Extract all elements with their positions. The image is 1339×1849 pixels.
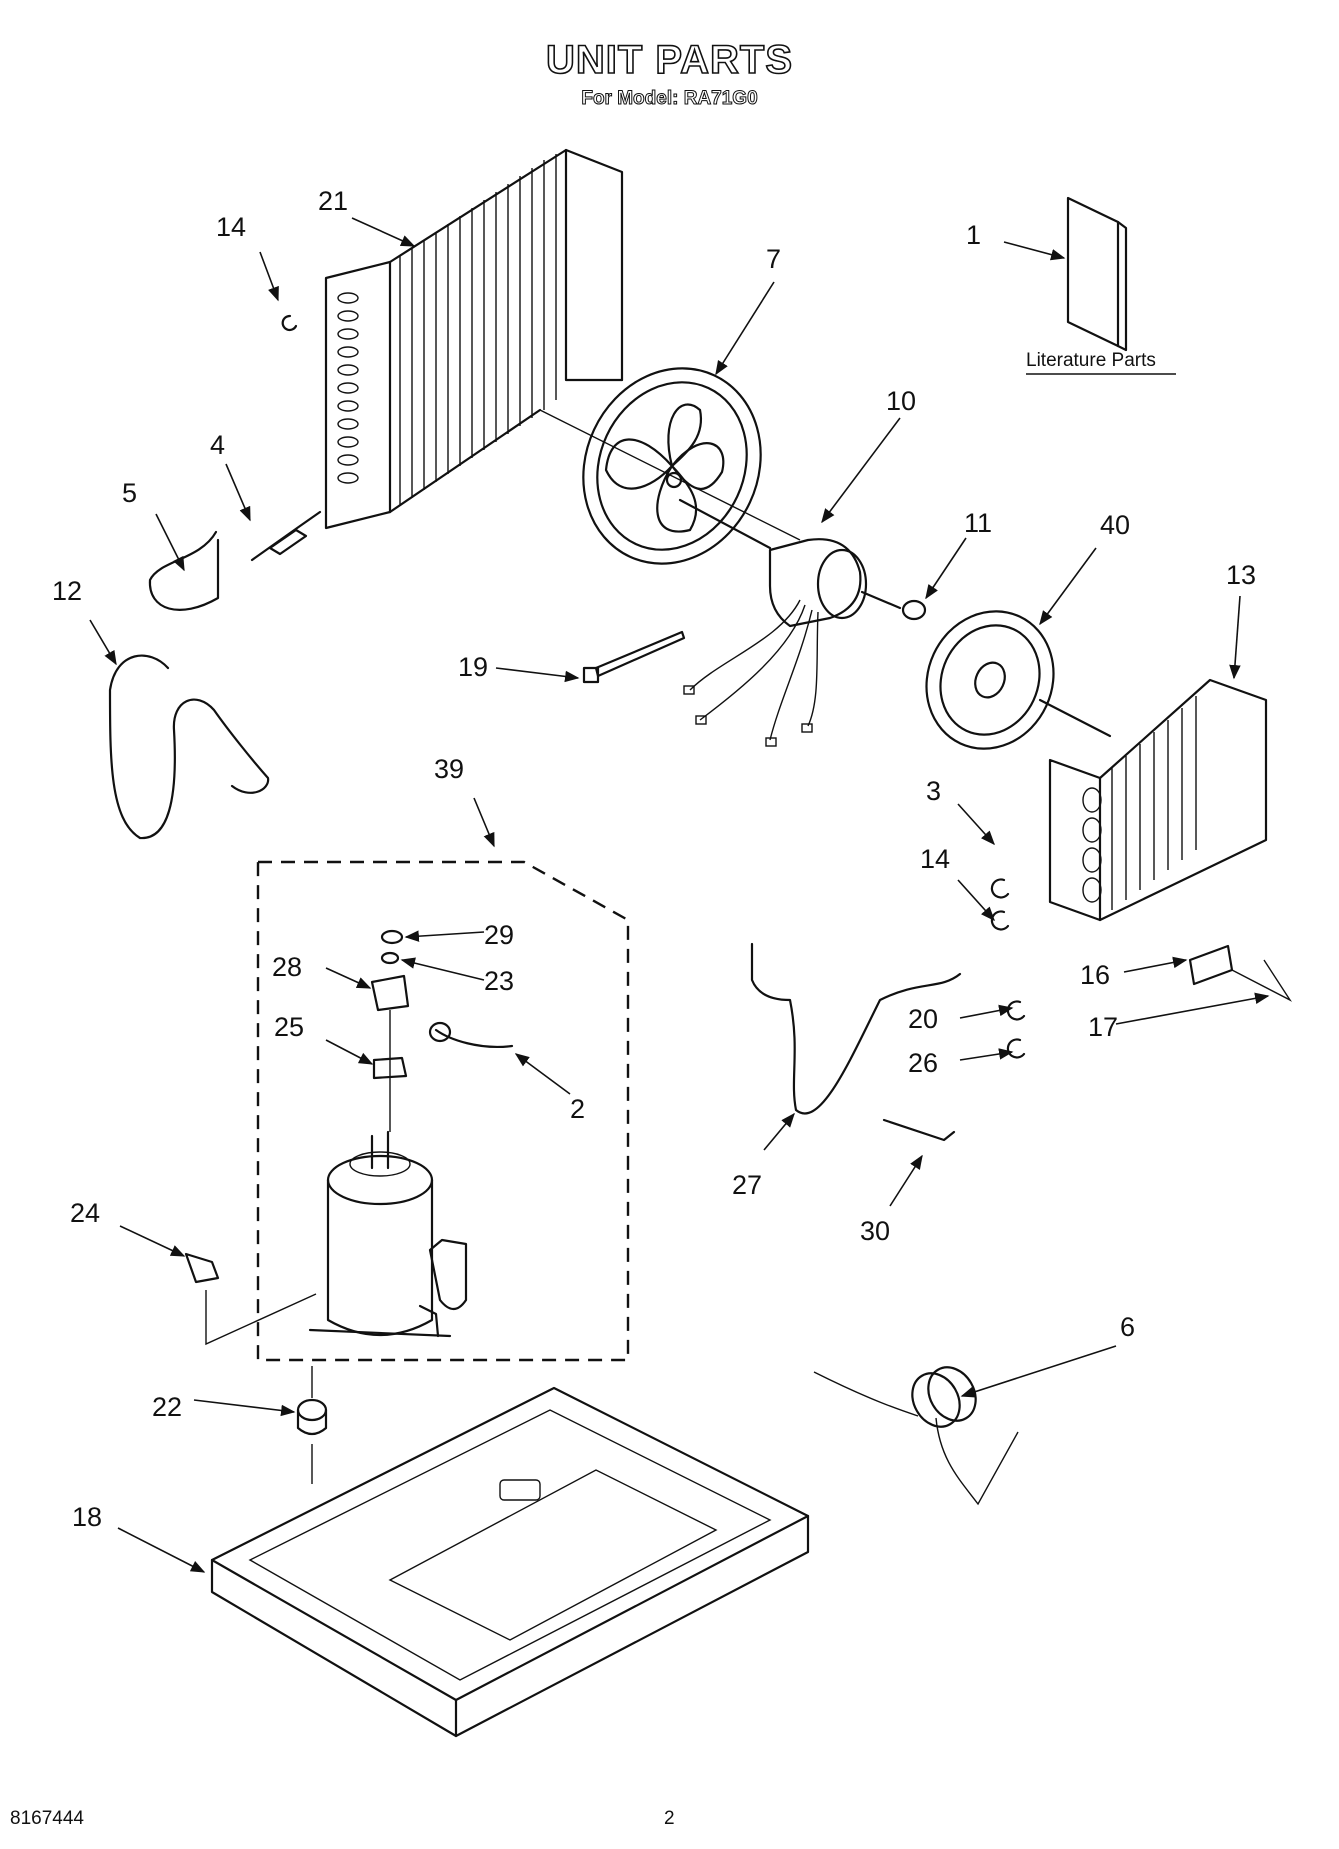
callout-numbers: 1 2 3 4 5 6 7 10 11 12 13 14 14 16 17 18… [52,186,1256,1532]
fan-motor [678,498,902,747]
condenser-coil [324,148,801,541]
callout-39: 39 [434,754,464,784]
callout-30: 30 [860,1216,890,1246]
model-subtitle: For Model: RA71G0 [581,88,758,110]
page-title: UNIT PARTS [545,37,794,83]
callout-4: 4 [210,430,225,460]
callout-16: 16 [1080,960,1110,990]
callout-14: 14 [216,212,246,242]
clip-26 [1006,1038,1026,1059]
clip-20 [1006,1000,1026,1021]
discharge-tube [750,942,962,1115]
callout-1: 1 [966,220,981,250]
grommet [296,1366,328,1484]
callout-18: 18 [72,1502,102,1532]
document-number: 8167444 [10,1808,84,1829]
callout-17: 17 [1088,1012,1118,1042]
cable-tie [582,630,686,684]
callout-leaders [89,217,1270,1573]
callout-29: 29 [484,920,514,950]
compressor-hardware [370,929,514,1132]
callout-23: 23 [484,966,514,996]
blower-wheel [925,610,1112,750]
callout-13: 13 [1226,560,1256,590]
callout-20: 20 [908,1004,938,1034]
callout-7: 7 [766,244,781,274]
callout-5: 5 [122,478,137,508]
callout-11: 11 [964,508,992,538]
callout-6: 6 [1120,1312,1135,1342]
callout-27: 27 [732,1170,762,1200]
callout-22: 22 [152,1392,182,1422]
callout-2: 2 [570,1094,585,1124]
compressor [308,1130,468,1338]
page-number: 2 [664,1808,675,1829]
literature-booklet: Literature Parts [1026,196,1176,375]
callout-3: 3 [926,776,941,806]
callout-19: 19 [458,652,488,682]
fan-nut [901,599,927,621]
mounting-clip [184,1252,220,1284]
small-tube [882,1118,956,1142]
base-pan [210,1386,810,1738]
callout-10: 10 [886,386,916,416]
wiring-label [1188,944,1293,1002]
evaporator-coil [1048,678,1268,922]
callout-12: 12 [52,576,82,606]
clip-14-top [281,314,298,332]
callout-14b: 14 [920,844,950,874]
callout-25: 25 [274,1012,304,1042]
callout-28: 28 [272,952,302,982]
callout-21: 21 [318,186,348,216]
callout-26: 26 [908,1048,938,1078]
callout-40: 40 [1100,510,1130,540]
compressor-assembly-boundary [256,860,630,1362]
clip-14-lower [990,910,1010,931]
condenser-fan [582,367,762,565]
thermostat [813,1366,1019,1506]
callout-24: 24 [70,1198,100,1228]
tube-assembly [148,510,322,611]
suction-tube [108,654,270,840]
clip-3 [990,878,1010,899]
literature-parts-label: Literature Parts [1026,350,1156,371]
